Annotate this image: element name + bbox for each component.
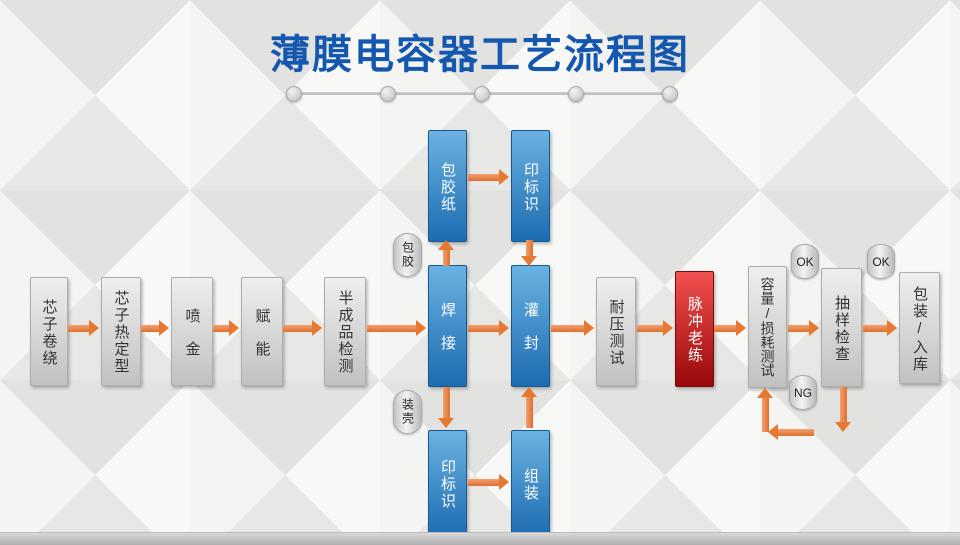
bottom-strip bbox=[0, 532, 960, 545]
box-label: 赋能 bbox=[253, 307, 271, 374]
box-sampling-inspection: 抽样检查 bbox=[821, 268, 862, 387]
arrow-right-tape-to-print bbox=[468, 169, 509, 185]
box-label: 印标识 bbox=[522, 161, 539, 213]
box-label: 抽样检查 bbox=[833, 294, 850, 363]
box-packing-storage: 包装/入库 bbox=[899, 272, 940, 384]
box-heat-setting: 芯子热定型 bbox=[101, 277, 141, 386]
box-label: 芯子卷绕 bbox=[40, 298, 58, 367]
box-label: 半成品检测 bbox=[336, 290, 354, 375]
arrow-down-ng-loop bbox=[835, 387, 851, 432]
tag-label: 包胶 bbox=[400, 241, 415, 269]
arrow-right bbox=[141, 320, 169, 336]
box-potting: 灌封 bbox=[511, 265, 550, 387]
tag-ok-2: OK bbox=[867, 244, 895, 279]
box-label: 耐压测试 bbox=[607, 298, 625, 367]
box-label: 脉冲老练 bbox=[686, 296, 703, 364]
box-voltage-test: 耐压测试 bbox=[596, 277, 636, 386]
tag-label: OK bbox=[796, 254, 814, 269]
box-print-mark-top: 印标识 bbox=[511, 130, 550, 242]
tag-case: 装壳 bbox=[393, 390, 422, 434]
box-energize: 赋能 bbox=[241, 277, 283, 386]
page-title: 薄膜电容器工艺流程图 bbox=[270, 33, 690, 77]
arrow-down-print-to-pot bbox=[521, 240, 537, 266]
arrow-right bbox=[714, 320, 746, 336]
arrow-right bbox=[367, 320, 426, 336]
box-welding: 焊接 bbox=[428, 265, 467, 387]
tag-label: 装壳 bbox=[400, 398, 415, 426]
tag-label: OK bbox=[872, 254, 890, 269]
box-label: 灌封 bbox=[522, 302, 539, 368]
arrow-right bbox=[863, 320, 897, 336]
box-semi-product-test: 半成品检测 bbox=[324, 277, 366, 386]
arrow-up-ng-loop bbox=[757, 388, 773, 432]
box-label: 喷金 bbox=[183, 307, 201, 374]
box-pulse-aging: 脉冲老练 bbox=[675, 271, 714, 387]
arrow-up-assembly-to-pot bbox=[521, 387, 537, 428]
box-print-mark-bottom: 印标识 bbox=[428, 430, 467, 537]
box-metal-spray: 喷金 bbox=[171, 277, 213, 386]
arrow-right-print-to-assembly bbox=[468, 474, 509, 490]
divider-bead bbox=[380, 86, 396, 102]
box-label: 容量/损耗测试 bbox=[759, 277, 776, 377]
box-label: 印标识 bbox=[439, 459, 456, 510]
arrow-right bbox=[637, 320, 673, 336]
arrow-up-weld-to-tape bbox=[438, 240, 454, 266]
box-label: 芯子热定型 bbox=[112, 290, 130, 375]
arrow-right bbox=[551, 320, 594, 336]
tag-ng: NG bbox=[789, 375, 817, 410]
arrow-right bbox=[788, 320, 819, 336]
divider-bead bbox=[568, 86, 584, 102]
box-label: 组装 bbox=[522, 467, 539, 502]
arrow-down-weld-to-print bbox=[438, 387, 454, 428]
box-label: 包胶纸 bbox=[439, 161, 456, 213]
arrow-left-ng-loop bbox=[768, 424, 814, 440]
divider-bead bbox=[286, 86, 302, 102]
arrow-right bbox=[468, 320, 509, 336]
box-assembly: 组装 bbox=[511, 430, 550, 537]
box-label: 焊接 bbox=[439, 302, 456, 368]
tag-glue: 包胶 bbox=[393, 233, 422, 277]
tag-ok-1: OK bbox=[791, 244, 819, 279]
box-tape-wrap: 包胶纸 bbox=[428, 130, 467, 242]
box-label: 包装/入库 bbox=[911, 285, 928, 373]
box-capacity-loss-test: 容量/损耗测试 bbox=[748, 266, 787, 388]
arrow-right bbox=[213, 320, 239, 336]
arrow-right bbox=[68, 320, 99, 336]
tag-label: NG bbox=[794, 385, 812, 400]
box-core-winding: 芯子卷绕 bbox=[30, 277, 68, 386]
arrow-right bbox=[283, 320, 322, 336]
divider-bead bbox=[662, 86, 678, 102]
divider-bead bbox=[474, 86, 490, 102]
